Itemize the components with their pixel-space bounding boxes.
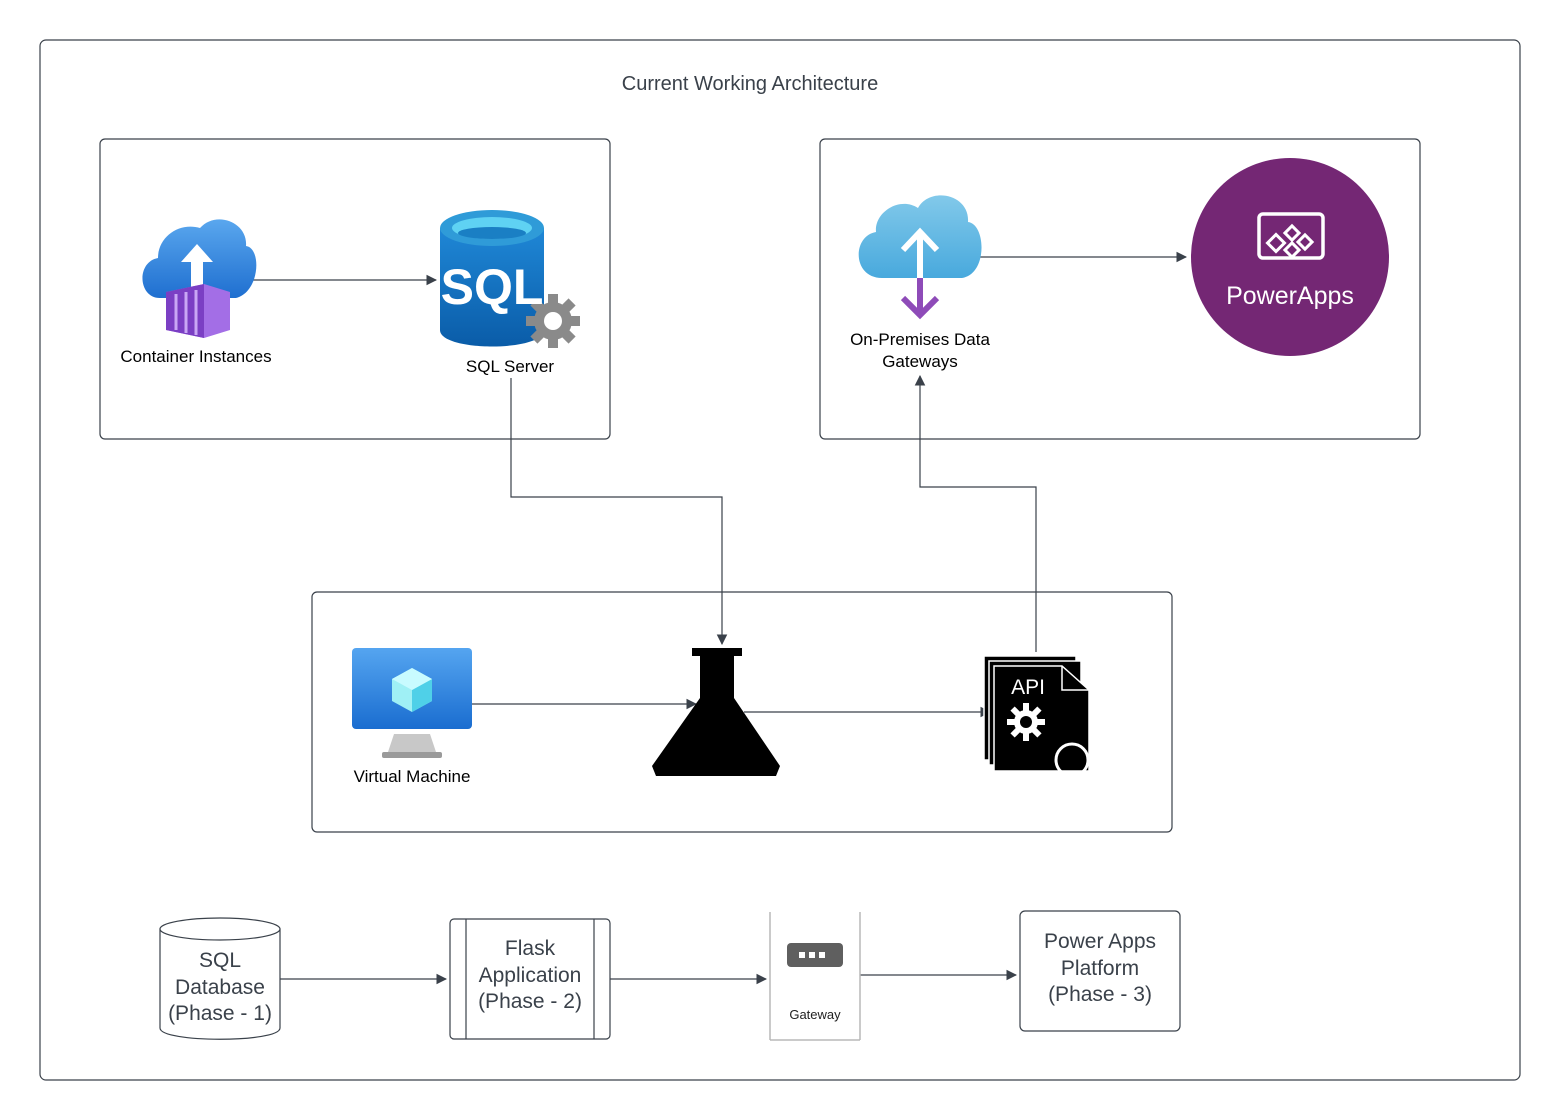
legend-powerapps-line1: Power Apps bbox=[1043, 930, 1157, 953]
virtual-machine-label: Virtual Machine bbox=[353, 767, 471, 786]
api-icon-text: API bbox=[1011, 676, 1045, 699]
powerapps-icon bbox=[1191, 158, 1389, 356]
group-azure-box bbox=[99, 138, 611, 440]
gear-icon bbox=[526, 294, 580, 348]
legend-power-apps-platform-label: Power Apps Platform (Phase - 3) bbox=[1020, 929, 1180, 1009]
edge-sql-to-flask bbox=[510, 378, 728, 646]
virtual-machine-icon bbox=[352, 648, 472, 758]
outer-frame bbox=[39, 39, 1521, 1081]
legend-powerapps-platform-shape bbox=[1019, 910, 1181, 1032]
legend-flask-app-shape bbox=[449, 918, 611, 1040]
legend-flask-line3: (Phase - 2) bbox=[478, 990, 582, 1013]
container-instances-label: Container Instances bbox=[120, 347, 272, 366]
sql-icon-text: SQL bbox=[441, 259, 544, 315]
container-instances-icon bbox=[142, 219, 257, 338]
connectors bbox=[252, 251, 1188, 985]
api-icon bbox=[983, 655, 1090, 778]
group-vm-box bbox=[311, 591, 1173, 833]
edge-api-to-gateway bbox=[914, 374, 1037, 652]
legend-sql-database-shape bbox=[159, 917, 281, 1040]
sql-server-label: SQL Server bbox=[465, 357, 555, 376]
legend-flask-line1: Flask bbox=[504, 937, 556, 960]
legend-sql-database-line3: (Phase - 1) bbox=[168, 1002, 272, 1025]
data-gateway-label-line2: Gateways bbox=[882, 352, 958, 371]
legend-powerapps-line2: Platform bbox=[1060, 956, 1140, 980]
flask-icon bbox=[652, 648, 780, 776]
legend-sql-database-line1: SQL bbox=[198, 949, 242, 972]
legend-flask-application-label: Flask Application (Phase - 2) bbox=[450, 936, 610, 1016]
legend-powerapps-line3: (Phase - 3) bbox=[1048, 983, 1152, 1006]
legend-sql-database-label: SQL Database (Phase - 1) bbox=[160, 948, 280, 1028]
sql-server-icon bbox=[440, 210, 580, 348]
legend-flask-line2: Application bbox=[478, 963, 582, 987]
data-gateway-label-line1: On-Premises Data bbox=[850, 330, 990, 349]
legend-sql-database-line2: Database bbox=[175, 975, 265, 999]
diagram-title: Current Working Architecture bbox=[621, 73, 879, 95]
cloud-gateway-icon bbox=[858, 195, 982, 320]
legend-gateway-shape bbox=[769, 912, 861, 1041]
legend-gateway-label: Gateway bbox=[789, 1007, 841, 1022]
powerapps-icon-text: PowerApps bbox=[1226, 282, 1354, 310]
data-gateway-label: On-Premises Data Gateways bbox=[820, 329, 1020, 373]
group-gateway-box bbox=[819, 138, 1421, 440]
